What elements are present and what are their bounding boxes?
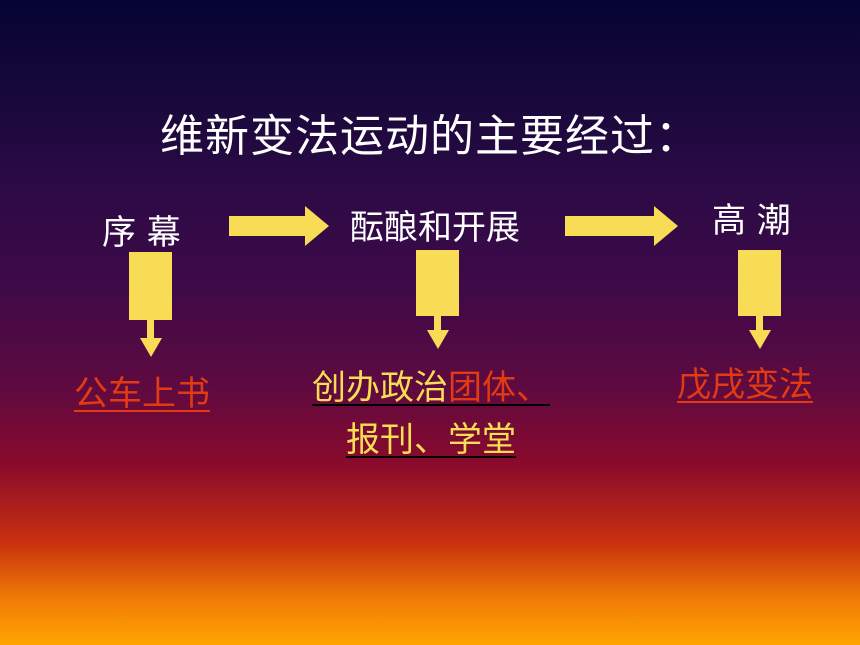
stage-develop-label: 酝酿和开展 (350, 208, 520, 248)
stage-climax-label: 高 潮 (712, 201, 791, 241)
down-arrow-icon (416, 250, 459, 349)
outcome-develop-link-line2[interactable]: 报刊、学堂 (346, 420, 516, 460)
outcome-climax-link[interactable]: 戊戌变法 (677, 365, 813, 405)
outcome-develop-link-part2[interactable]: 团体、 (448, 368, 550, 408)
down-arrow-icon (129, 252, 172, 357)
right-arrow-icon (229, 206, 329, 246)
slide-title: 维新变法运动的主要经过： (160, 111, 700, 162)
outcome-develop-link-part1[interactable]: 创办政治 (312, 368, 448, 408)
down-arrow-icon (738, 250, 781, 349)
outcome-prelude-link[interactable]: 公车上书 (74, 374, 210, 414)
stage-prelude-label: 序 幕 (102, 213, 181, 253)
right-arrow-icon (565, 206, 678, 246)
outcome-develop-block: 创办政治团体、 报刊、学堂 (312, 362, 550, 466)
